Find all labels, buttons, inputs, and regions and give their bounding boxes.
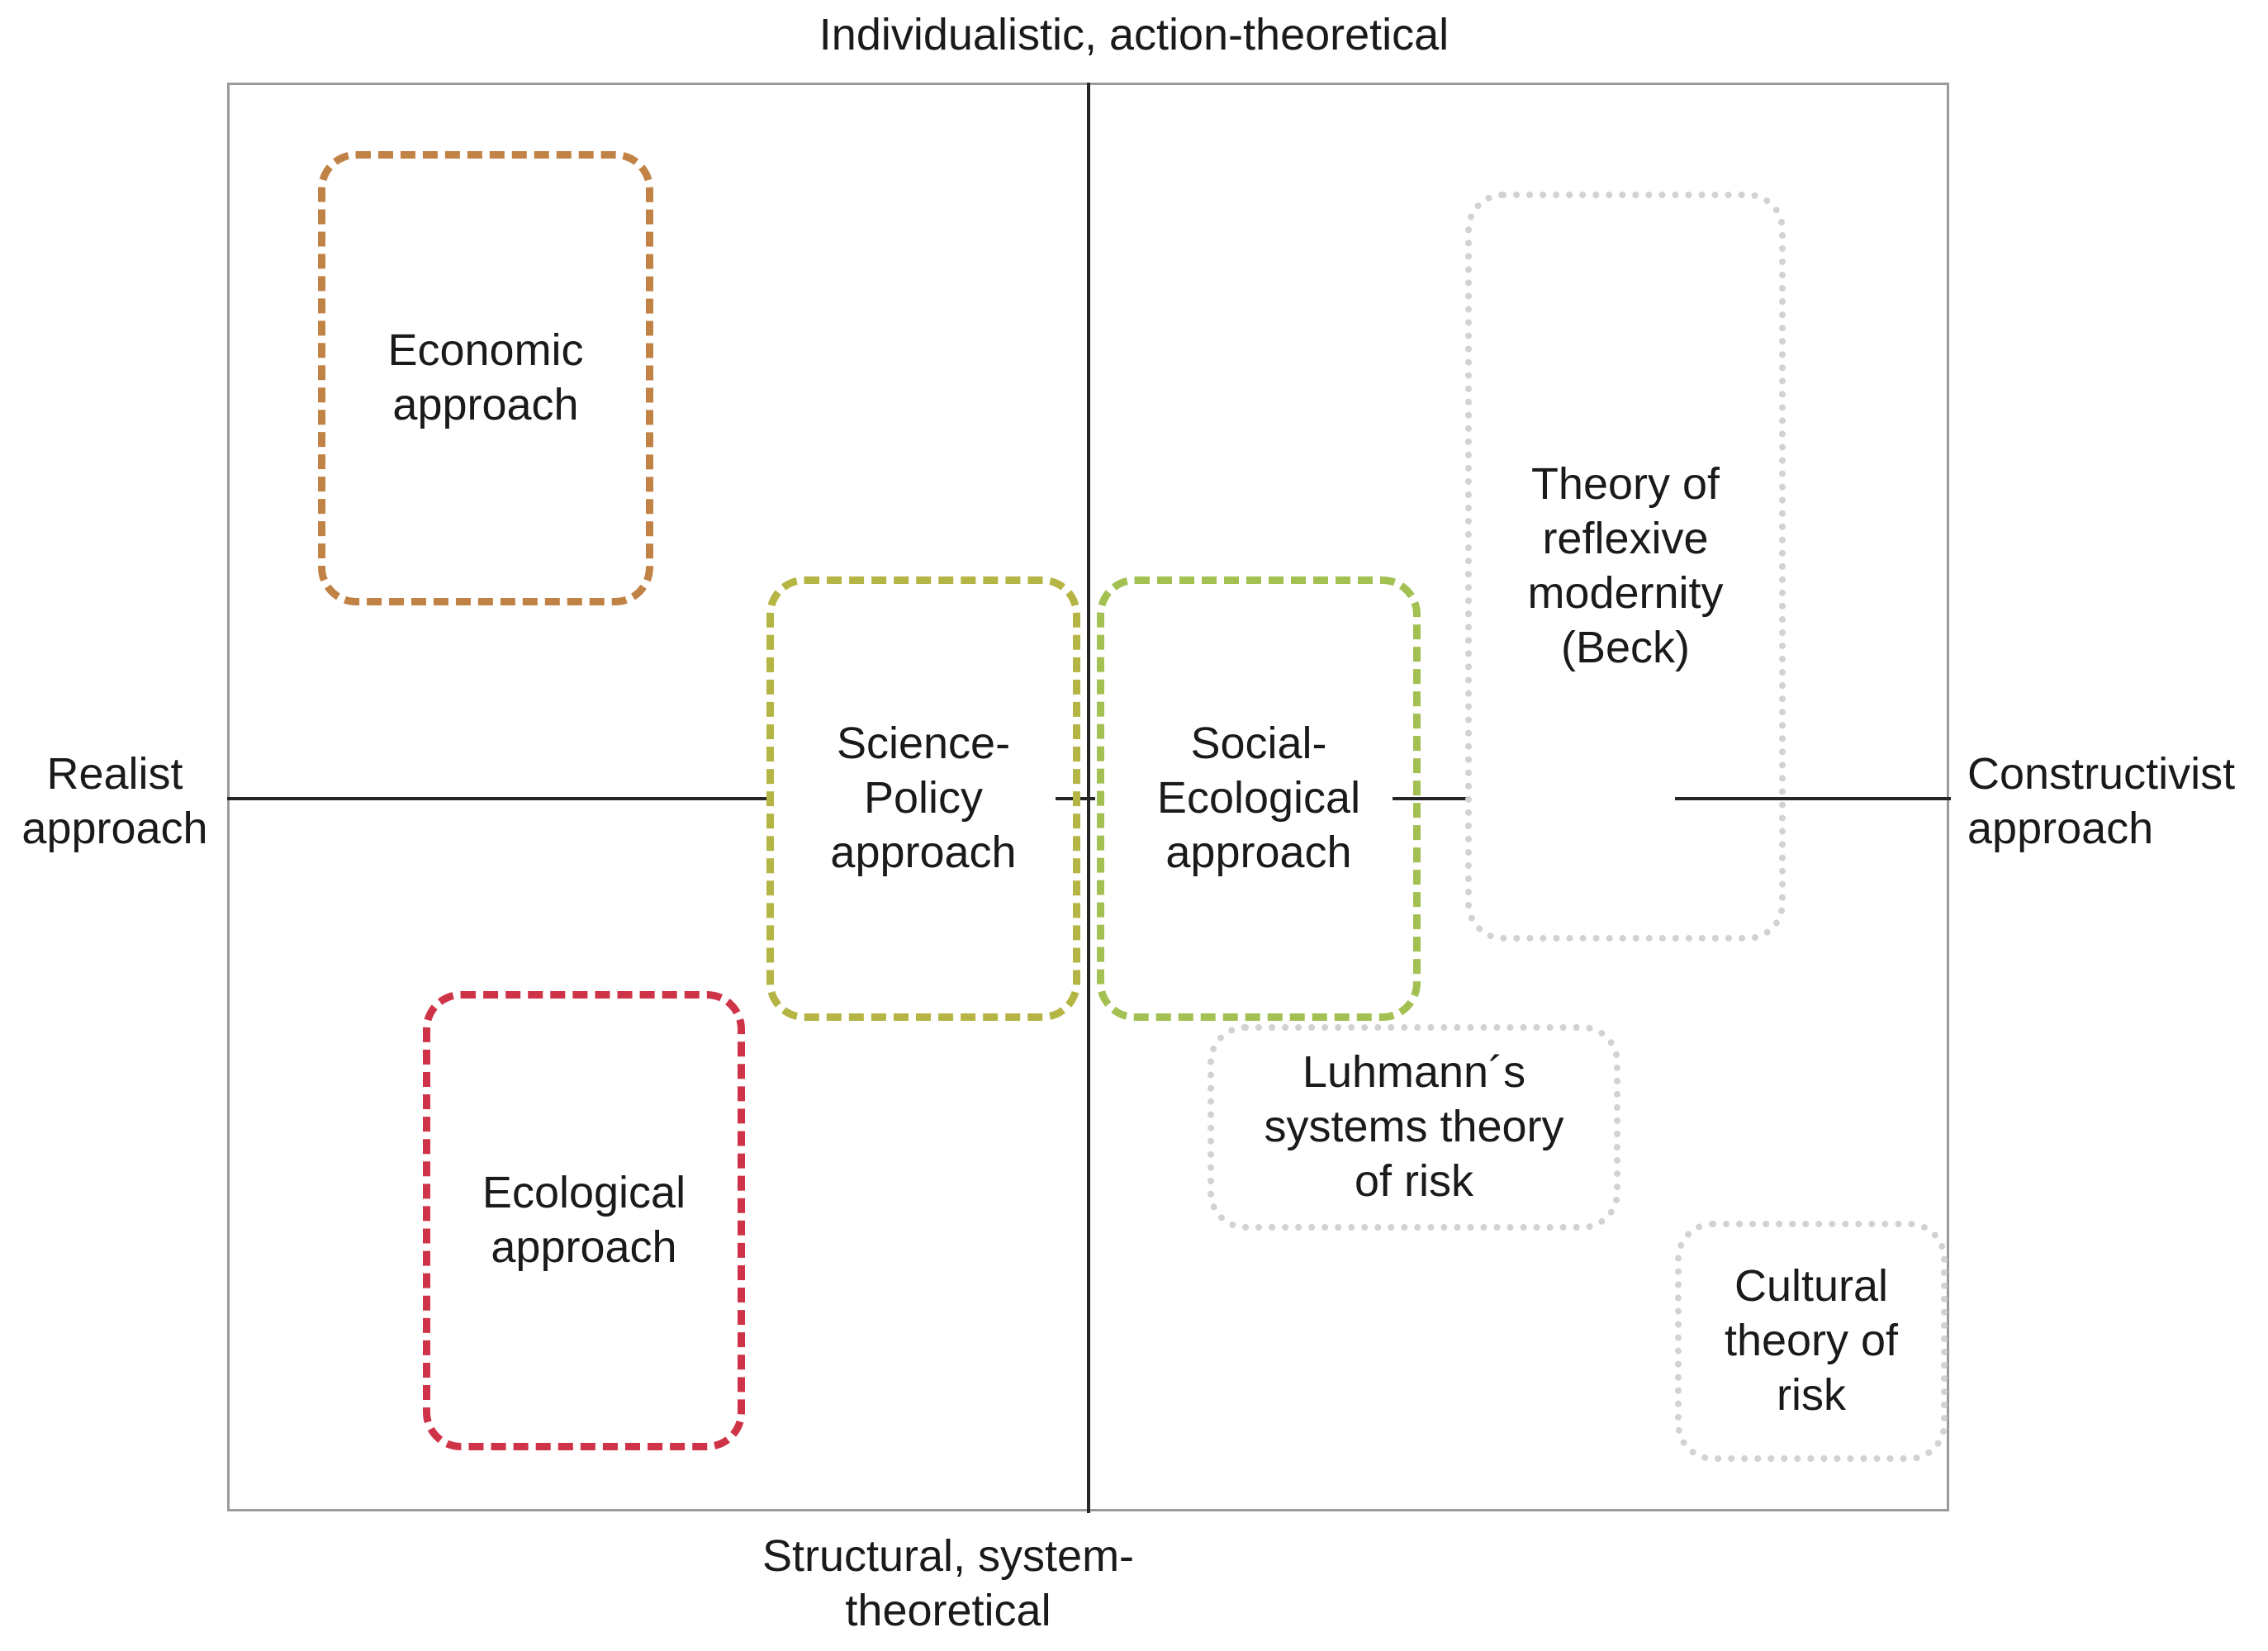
axis-label-left: Realist approach: [21, 749, 208, 853]
box-theory-of-reflexive-modernity-beck: Theory of reflexive modernity (Beck): [1465, 192, 1786, 942]
box-economic-approach: Economic approach: [318, 151, 653, 605]
box-science-policy-approach: Science- Policy approach: [766, 576, 1080, 1021]
axis-label-top: Individualistic, action-theoretical: [818, 10, 1450, 59]
box-social-ecological-approach: Social- Ecological approach: [1097, 576, 1421, 1021]
box-ecological-approach: Ecological approach: [423, 991, 745, 1450]
box-luhmanns-systems-theory-of-risk: Luhmann´s systems theory of risk: [1208, 1024, 1620, 1231]
horizontal-axis-segment-left: [227, 797, 768, 800]
box-cultural-theory-of-risk: Cultural theory of risk: [1675, 1221, 1948, 1462]
horizontal-axis-segment-right-inner: [1393, 797, 1469, 800]
axis-label-bottom: Structural, system- theoretical: [762, 1531, 1135, 1635]
horizontal-axis-segment-right-outer: [1675, 797, 1951, 800]
axis-label-right: Constructivist approach: [1967, 749, 2236, 853]
